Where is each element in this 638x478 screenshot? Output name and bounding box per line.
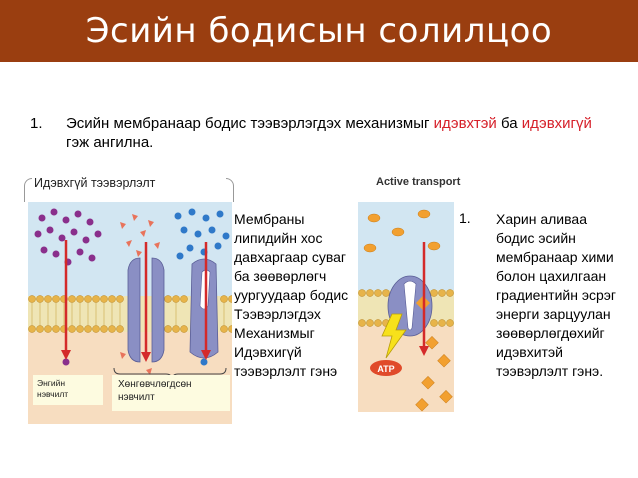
lightning-icon [381,313,407,359]
active-transport-title: Active transport [376,176,461,188]
bracket-left [24,178,32,202]
facilitated-diffusion-label: Хөнгөвчлөгдсөн нэвчилт [118,379,192,403]
active-arrow [419,242,429,356]
active-orange-solutes [363,209,453,412]
active-description: Харин аливаа бодис эсийн мембранаар хими… [496,211,617,379]
channel-protein [127,257,165,363]
point-1-text: Эсийн мембранаар бодис тээвэрлэгдэх меха… [66,114,616,152]
highlight-passive: идэвхигүй [521,115,592,132]
membrane-lower-heads [28,325,232,333]
page-title: Эсийн бодисын солилцоо [85,11,553,51]
highlight-active: идэвхтэй [433,115,497,132]
arrows [61,240,211,362]
simple-diffusion-box: Энгийн нэвчилт [33,375,103,405]
point-2-number: 1. [459,210,471,226]
simple-diffusion-label: Энгийн нэвчилт [37,378,69,399]
point-1-text-before: Эсийн мембранаар бодис тээвэрлэгдэх меха… [66,115,434,132]
point-1-number: 1. [30,115,43,132]
point-1-text-after: гэж ангилна. [66,134,154,151]
title-bar: Эсийн бодисын солилцоо [0,0,638,62]
facilitated-diffusion-box: Хөнгөвчлөгдсөн нэвчилт [112,375,230,411]
membrane-tails [31,303,225,325]
carrier-protein [189,258,219,359]
passive-transport-label: Идэвхгүй тээвэрлэлт [34,176,156,190]
membrane-upper-heads [28,295,232,303]
bracket-right [226,178,234,202]
active-transport-diagram: ATP [358,202,454,412]
passive-description: Мембраны липидийн хос давхаргаар суваг б… [234,211,349,379]
triangle-solutes [120,214,160,375]
point-1-text-mid: ба [496,115,522,132]
atp-label: ATP [377,364,394,374]
atp-badge [370,360,402,376]
